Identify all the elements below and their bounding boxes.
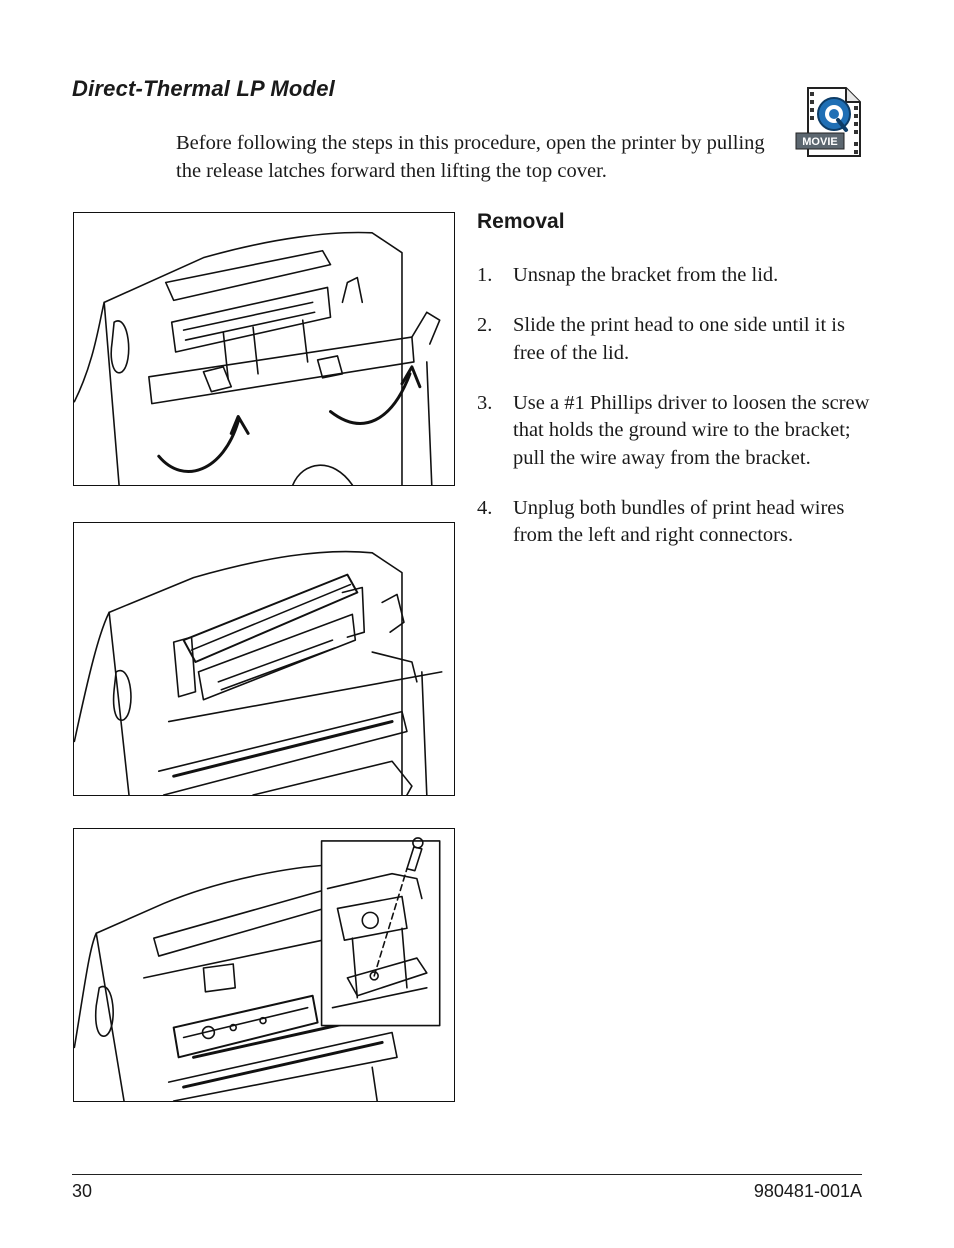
step-text: Unplug both bundles of print head wires … (513, 496, 845, 547)
step-text: Unsnap the bracket from the lid. (513, 264, 779, 286)
movie-label: MOVIE (802, 136, 837, 148)
footer-divider (72, 1174, 862, 1175)
figure-slide-print-head (73, 522, 455, 796)
movie-icon[interactable]: MOVIE (794, 86, 864, 158)
step-number: 3. (477, 391, 493, 414)
step-number: 4. (477, 496, 493, 519)
step-item: 3. Use a #1 Phillips driver to loosen th… (477, 390, 872, 473)
page-number: 30 (72, 1181, 93, 1201)
page-heading: Direct-Thermal LP Model (72, 76, 335, 101)
document-number: 980481-001A (753, 1181, 862, 1201)
figure-unsnap-bracket (73, 212, 455, 486)
step-number: 2. (477, 314, 493, 336)
section-heading-removal: Removal (477, 210, 565, 233)
step-item: 2. Slide the print head to one side unti… (477, 312, 872, 367)
step-item: 4. Unplug both bundles of print head wir… (477, 495, 872, 550)
figure-ground-wire-screw (73, 828, 455, 1102)
step-text: Use a #1 Phillips driver to loosen the s… (513, 391, 870, 469)
step-text: Slide the print head to one side until i… (513, 314, 845, 364)
step-item: 1. Unsnap the bracket from the lid. (477, 262, 872, 290)
removal-steps: 1. Unsnap the bracket from the lid. 2. S… (477, 262, 872, 572)
intro-paragraph: Before following the steps in this proce… (176, 132, 765, 182)
step-number: 1. (477, 264, 493, 286)
